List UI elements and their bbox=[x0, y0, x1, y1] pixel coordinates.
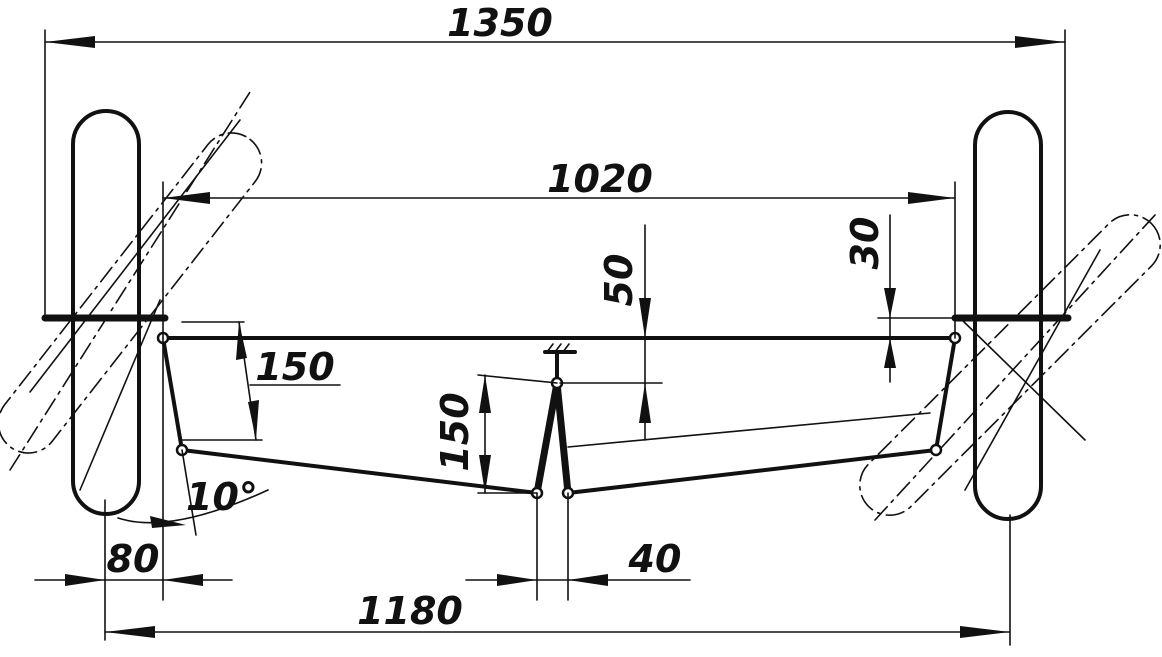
dim-label-150-left: 150 bbox=[255, 345, 334, 389]
right-hatch-line-2 bbox=[964, 249, 1101, 491]
dim-label-angle: 10° bbox=[186, 475, 258, 519]
dim-label-150-center: 150 bbox=[433, 392, 477, 471]
dim-label-1020: 1020 bbox=[547, 157, 653, 201]
left-hatch-line-2 bbox=[79, 299, 161, 491]
dim-label-80: 80 bbox=[107, 537, 160, 581]
right-wheel-turned bbox=[858, 213, 1162, 517]
right-arm-pivot bbox=[929, 443, 943, 457]
center-support-hatch-3 bbox=[562, 343, 570, 353]
angle-arc-10 bbox=[117, 489, 269, 524]
center-support-hatch-1 bbox=[546, 343, 554, 353]
dim-label-1180: 1180 bbox=[357, 589, 463, 633]
right-hatch-line-1 bbox=[959, 317, 1086, 441]
center-link-right bbox=[553, 379, 572, 497]
left-tie-rod bbox=[180, 448, 539, 495]
right-steering-arm bbox=[934, 336, 957, 452]
left-wheel-axis-dashdot bbox=[9, 91, 251, 471]
dim-label-30: 30 bbox=[843, 217, 887, 270]
right-tie-rod-thin-upper bbox=[567, 412, 931, 448]
left-wheel bbox=[71, 109, 141, 516]
left-hatch-line-1 bbox=[29, 119, 241, 393]
dim-label-1350: 1350 bbox=[447, 1, 553, 45]
right-tie-rod bbox=[566, 448, 938, 495]
right-wheel-axis-dashdot bbox=[874, 214, 1156, 521]
dim-label-40: 40 bbox=[628, 537, 682, 581]
dim-label-50: 50 bbox=[597, 254, 641, 307]
left-steering-arm bbox=[161, 336, 184, 452]
left-wheel-turned bbox=[0, 132, 263, 454]
center-link-left bbox=[533, 379, 561, 497]
